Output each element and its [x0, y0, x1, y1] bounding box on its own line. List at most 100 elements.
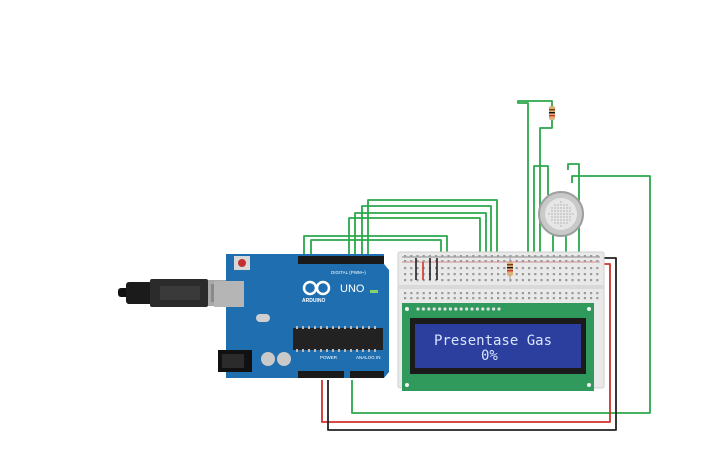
- breadboard-hole[interactable]: [484, 273, 487, 276]
- breadboard-hole[interactable]: [428, 292, 431, 295]
- breadboard-hole[interactable]: [478, 297, 481, 300]
- breadboard-hole[interactable]: [404, 292, 407, 295]
- breadboard-hole[interactable]: [515, 279, 518, 282]
- breadboard-hole[interactable]: [552, 292, 555, 295]
- breadboard-hole[interactable]: [410, 292, 413, 295]
- breadboard-hole[interactable]: [453, 297, 456, 300]
- breadboard-hole[interactable]: [428, 279, 431, 282]
- breadboard-hole[interactable]: [565, 267, 568, 270]
- breadboard-hole[interactable]: [528, 260, 531, 263]
- resistor-icon[interactable]: [549, 106, 555, 120]
- breadboard-hole[interactable]: [559, 292, 562, 295]
- breadboard-hole[interactable]: [515, 297, 518, 300]
- breadboard-hole[interactable]: [441, 260, 444, 263]
- breadboard-hole[interactable]: [410, 279, 413, 282]
- breadboard-hole[interactable]: [484, 297, 487, 300]
- breadboard-hole[interactable]: [534, 255, 537, 258]
- usb-cable-icon[interactable]: [118, 279, 230, 307]
- breadboard-hole[interactable]: [577, 279, 580, 282]
- breadboard-hole[interactable]: [596, 273, 599, 276]
- breadboard-hole[interactable]: [484, 260, 487, 263]
- breadboard-hole[interactable]: [559, 279, 562, 282]
- breadboard-hole[interactable]: [466, 255, 469, 258]
- breadboard-hole[interactable]: [503, 255, 506, 258]
- breadboard-hole[interactable]: [422, 279, 425, 282]
- breadboard-hole[interactable]: [453, 273, 456, 276]
- breadboard-hole[interactable]: [590, 273, 593, 276]
- breadboard-hole[interactable]: [546, 260, 549, 263]
- lcd-pin[interactable]: [459, 307, 463, 311]
- breadboard-hole[interactable]: [583, 255, 586, 258]
- breadboard-hole[interactable]: [528, 273, 531, 276]
- breadboard-hole[interactable]: [435, 292, 438, 295]
- breadboard-hole[interactable]: [552, 267, 555, 270]
- breadboard-hole[interactable]: [583, 260, 586, 263]
- breadboard-hole[interactable]: [509, 255, 512, 258]
- breadboard-hole[interactable]: [521, 260, 524, 263]
- lcd-pin[interactable]: [416, 307, 420, 311]
- arduino-uno-board[interactable]: DIGITAL (PWM~) ARDUINO UNO PO: [214, 254, 389, 378]
- breadboard-hole[interactable]: [565, 279, 568, 282]
- breadboard-hole[interactable]: [559, 297, 562, 300]
- breadboard-hole[interactable]: [534, 292, 537, 295]
- breadboard-hole[interactable]: [472, 267, 475, 270]
- breadboard-hole[interactable]: [466, 279, 469, 282]
- breadboard-hole[interactable]: [552, 260, 555, 263]
- breadboard-hole[interactable]: [435, 279, 438, 282]
- breadboard-hole[interactable]: [552, 273, 555, 276]
- breadboard-hole[interactable]: [453, 279, 456, 282]
- breadboard-hole[interactable]: [441, 297, 444, 300]
- breadboard-hole[interactable]: [478, 267, 481, 270]
- breadboard-hole[interactable]: [596, 255, 599, 258]
- lcd-pin[interactable]: [486, 307, 490, 311]
- breadboard-hole[interactable]: [459, 292, 462, 295]
- breadboard-hole[interactable]: [577, 255, 580, 258]
- breadboard-hole[interactable]: [404, 267, 407, 270]
- breadboard-hole[interactable]: [503, 279, 506, 282]
- breadboard-hole[interactable]: [590, 260, 593, 263]
- breadboard-hole[interactable]: [583, 292, 586, 295]
- breadboard-hole[interactable]: [441, 279, 444, 282]
- breadboard-hole[interactable]: [416, 297, 419, 300]
- breadboard-hole[interactable]: [441, 267, 444, 270]
- breadboard-hole[interactable]: [577, 260, 580, 263]
- breadboard-hole[interactable]: [497, 292, 500, 295]
- lcd-pin[interactable]: [454, 307, 458, 311]
- lcd-pin[interactable]: [432, 307, 436, 311]
- breadboard-hole[interactable]: [540, 297, 543, 300]
- wire-black-ground[interactable]: [327, 257, 617, 431]
- breadboard-hole[interactable]: [447, 260, 450, 263]
- breadboard-hole[interactable]: [565, 273, 568, 276]
- breadboard-hole[interactable]: [459, 255, 462, 258]
- breadboard-hole[interactable]: [447, 267, 450, 270]
- breadboard-hole[interactable]: [503, 292, 506, 295]
- breadboard-hole[interactable]: [596, 267, 599, 270]
- breadboard-hole[interactable]: [503, 260, 506, 263]
- breadboard-hole[interactable]: [571, 279, 574, 282]
- breadboard-hole[interactable]: [478, 279, 481, 282]
- breadboard-hole[interactable]: [435, 267, 438, 270]
- lcd-pin[interactable]: [465, 307, 469, 311]
- breadboard-hole[interactable]: [540, 267, 543, 270]
- breadboard-hole[interactable]: [559, 267, 562, 270]
- breadboard-hole[interactable]: [521, 279, 524, 282]
- breadboard-hole[interactable]: [422, 260, 425, 263]
- breadboard-hole[interactable]: [459, 297, 462, 300]
- breadboard-hole[interactable]: [447, 255, 450, 258]
- breadboard-hole[interactable]: [478, 292, 481, 295]
- breadboard-hole[interactable]: [515, 292, 518, 295]
- breadboard-hole[interactable]: [466, 297, 469, 300]
- wire-green-sensor-3[interactable]: [351, 175, 651, 414]
- breadboard-hole[interactable]: [410, 297, 413, 300]
- wire-green-resistor-down[interactable]: [539, 118, 553, 258]
- breadboard-hole[interactable]: [552, 297, 555, 300]
- breadboard-hole[interactable]: [422, 292, 425, 295]
- breadboard-hole[interactable]: [416, 255, 419, 258]
- breadboard-hole[interactable]: [577, 292, 580, 295]
- breadboard-hole[interactable]: [472, 255, 475, 258]
- breadboard-hole[interactable]: [484, 279, 487, 282]
- breadboard-hole[interactable]: [478, 255, 481, 258]
- breadboard-hole[interactable]: [466, 260, 469, 263]
- breadboard-hole[interactable]: [552, 255, 555, 258]
- breadboard-hole[interactable]: [441, 292, 444, 295]
